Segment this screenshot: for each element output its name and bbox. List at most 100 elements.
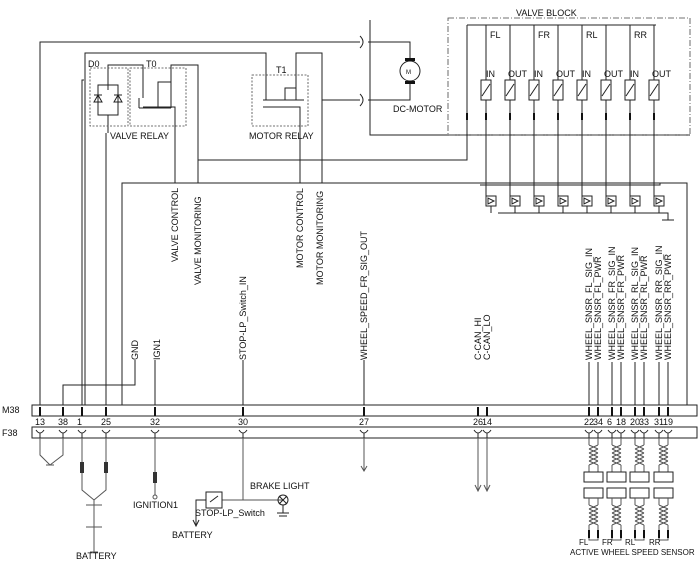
twisted-pair: [588, 438, 599, 472]
sensor-label: RL: [625, 538, 636, 547]
pin-number: 1: [77, 417, 82, 427]
pin-number: 19: [663, 417, 673, 427]
signal-valve-control: VALVE CONTROL: [170, 188, 180, 262]
driver-triangle-icon: [487, 197, 496, 213]
signal-wheel-sensor: WHEEL_SNSR_FR_PWR: [616, 254, 626, 360]
motor-brush-icon: [405, 58, 415, 61]
sensor-connector-female: [583, 487, 604, 499]
signal-motor-control: MOTOR CONTROL: [295, 188, 305, 268]
signal-can-hi: C-CAN_HI: [473, 317, 483, 360]
signal-wheel-sensor: WHEEL_SNSR_RL_SIG_IN: [630, 247, 640, 360]
driver-triangle-icon: [583, 197, 592, 213]
twisted-pair: [611, 438, 622, 472]
m38-pin: [611, 407, 613, 416]
valve-port-label: OUT: [604, 69, 624, 79]
signal-wheel-sensor: WHEEL_SNSR_RL_PWR: [639, 255, 649, 360]
fuse-icon: [104, 462, 108, 473]
stop-lp-switch: [205, 491, 223, 509]
solenoid-valve: [576, 79, 588, 101]
f38-pin-socket: [77, 429, 87, 438]
signal-motor-monitoring: MOTOR MONITORING: [315, 191, 325, 285]
signal-wheel-sensor: WHEEL_SNSR_FR_SIG_IN: [607, 246, 617, 360]
t0-label: T0: [146, 59, 157, 69]
wires: M: [39, 20, 690, 553]
pin-number: 33: [639, 417, 649, 427]
motor-brush-icon: [405, 81, 415, 84]
f38-pin-socket: [473, 429, 483, 438]
pin-number: 25: [101, 417, 111, 427]
sensor-connector-female: [653, 487, 674, 499]
sensor-label: RR: [649, 538, 661, 547]
m38-pin: [62, 407, 64, 416]
battery2-label: BATTERY: [172, 530, 213, 540]
signal-stop-lp-in: STOP-LP_Switch_IN: [238, 276, 248, 360]
f38-pin-socket: [593, 429, 603, 438]
sensor-label: FL: [579, 538, 589, 547]
sensor-twisted-pair: [588, 498, 599, 541]
f38-pin-socket: [150, 429, 160, 438]
valve-block-box: [447, 17, 691, 136]
valve-port-label: IN: [630, 69, 639, 79]
signal-valve-monitoring: VALVE MONITORING: [193, 196, 203, 285]
valve-block-title: VALVE BLOCK: [516, 8, 577, 18]
diode-d0-box: [89, 67, 129, 127]
m38-pin: [363, 407, 365, 416]
pin-number: 38: [58, 417, 68, 427]
sensor-twisted-pair: [634, 498, 645, 541]
t1-label: T1: [276, 65, 287, 75]
solenoid-valve: [624, 79, 636, 101]
f38-pin-socket: [238, 429, 248, 438]
sensor-twisted-pair: [658, 498, 669, 541]
valve-port-label: OUT: [556, 69, 576, 79]
motor-relay-label: MOTOR RELAY: [249, 131, 314, 141]
driver-triangle-icon: [655, 197, 664, 213]
valve-wheel-label: FR: [538, 30, 550, 40]
f38-pin-socket: [35, 429, 45, 438]
signal-gnd: GND: [130, 340, 140, 361]
solenoid-valve: [480, 79, 492, 101]
pin-number: 22: [584, 417, 594, 427]
pin-number: 20: [630, 417, 640, 427]
m38-pin: [242, 407, 244, 416]
fuse-icon: [80, 462, 84, 473]
pin-number: 6: [607, 417, 612, 427]
ignition-label: IGNITION1: [133, 500, 178, 510]
sensor-label: FR: [602, 538, 613, 547]
m38-pin: [643, 407, 645, 416]
m38-pin: [105, 407, 107, 416]
m38-pin: [81, 407, 83, 416]
f38-pin-socket: [58, 429, 68, 438]
signal-wheel-speed-out: WHEEL_SPEED_FR_SIG_OUT: [359, 230, 369, 360]
pin-number: 30: [238, 417, 248, 427]
signal-wheel-sensor: WHEEL_SNSR_RR_SIG_IN: [654, 245, 664, 360]
sensor-connector-female: [606, 487, 627, 499]
sensor-connector-male: [583, 471, 604, 483]
dc-motor-label: DC-MOTOR: [393, 104, 443, 114]
m38-pin: [620, 407, 622, 416]
pin-number: 18: [616, 417, 626, 427]
m38-pin: [634, 407, 636, 416]
stop-switch-label: STOP-LP_Switch: [195, 508, 265, 518]
sensor-connector-male: [606, 471, 627, 483]
valve-wheel-label: RL: [586, 30, 598, 40]
f38-pin-socket: [630, 429, 640, 438]
transistor-t0-box: [129, 67, 187, 127]
f38-pin-socket: [607, 429, 617, 438]
driver-triangle-icon: [511, 197, 520, 213]
pin-number: 34: [593, 417, 603, 427]
pin-number: 13: [35, 417, 45, 427]
m38-pin: [667, 407, 669, 416]
fuse-icon: [153, 472, 157, 483]
f38-pin-socket: [101, 429, 111, 438]
valve-port-label: IN: [582, 69, 591, 79]
sensor-connector-male: [653, 471, 674, 483]
signal-wheel-sensor: WHEEL_SNSR_FL_PWR: [593, 256, 603, 360]
signal-wheel-sensor: WHEEL_SNSR_FL_SIG_IN: [584, 248, 594, 360]
solenoid-valve: [600, 79, 612, 101]
sensor-connector-male: [629, 471, 650, 483]
valve-port-label: IN: [486, 69, 495, 79]
f38-label: F38: [2, 428, 18, 438]
